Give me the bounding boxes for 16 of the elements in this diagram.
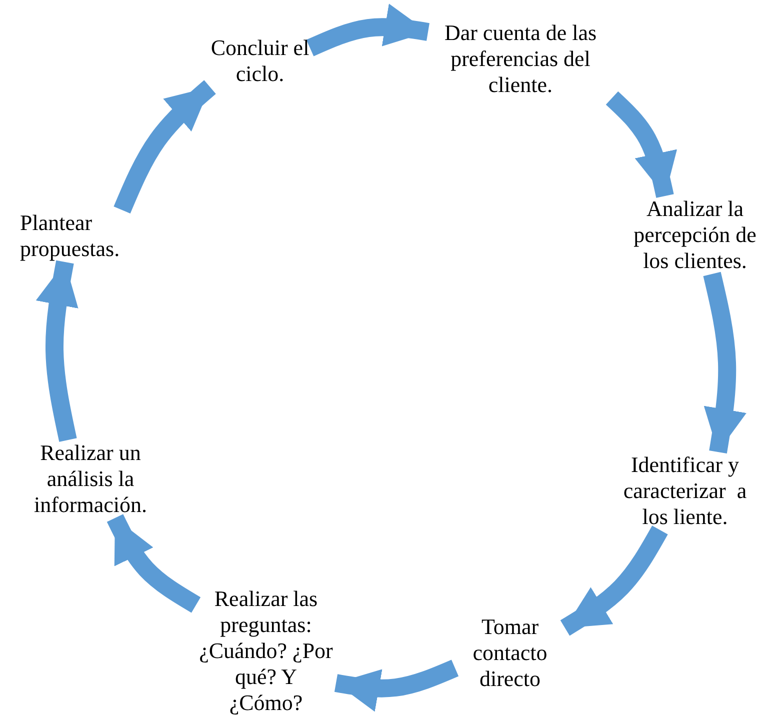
- step-label: Identificar y caracterizar a los liente.: [610, 452, 760, 530]
- block-arrow: [114, 80, 216, 214]
- step-label: Dar cuenta de las preferencias del cliente.: [428, 20, 613, 98]
- step-label: Realizar las preguntas: ¿Cuándo? ¿Por qué? Y ¿Cómo?: [196, 586, 336, 716]
- block-arrow: [334, 660, 459, 712]
- step-label: Analizar la percepción de los clientes.: [620, 196, 770, 274]
- step-label: Tomar contacto directo: [455, 614, 565, 692]
- block-arrow: [606, 91, 678, 198]
- step-label: Plantear propuestas.: [20, 210, 160, 262]
- block-arrow: [560, 526, 668, 636]
- step-label: Concluir el ciclo.: [210, 35, 310, 87]
- block-arrow: [306, 4, 430, 56]
- block-arrow: [36, 260, 78, 442]
- block-arrow: [106, 514, 201, 613]
- block-arrow: [703, 272, 746, 454]
- step-label: Realizar un análisis la información.: [8, 440, 173, 518]
